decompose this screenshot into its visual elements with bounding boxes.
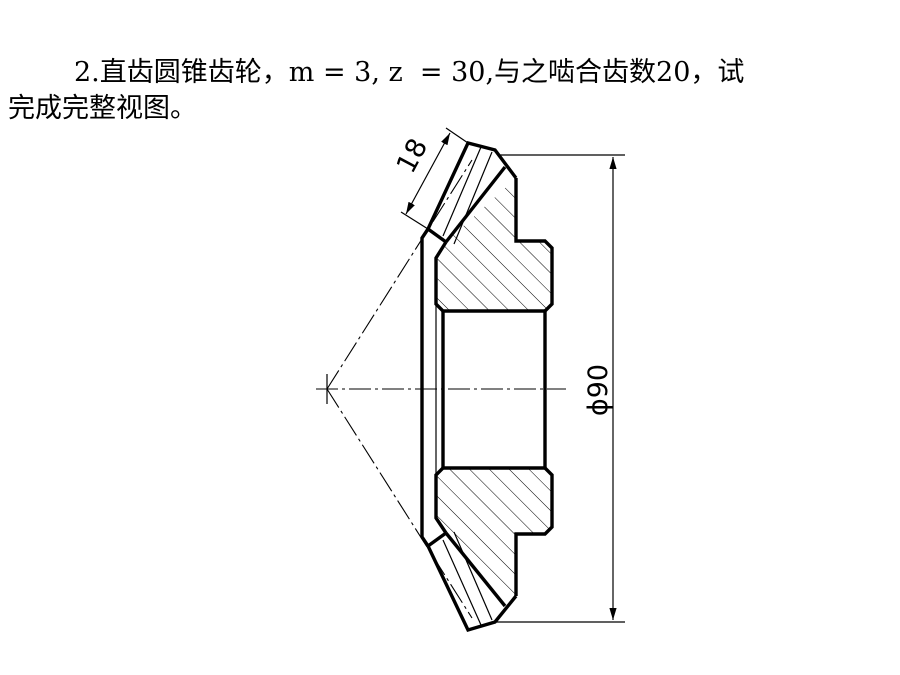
problem-text-line-2: 完成完整视图。 (8, 93, 197, 124)
gear-body-lower (514, 466, 554, 596)
problem-statement: 2.直齿圆锥齿轮，m = 3, z = 30,与之啮合齿数20，试 完成完整视图… (0, 0, 900, 140)
lower-pitch-cone-line (326, 388, 473, 619)
face-width-label: 18 (391, 134, 435, 179)
lower-tooth-outline (426, 531, 518, 633)
gear-body-upper (514, 178, 554, 313)
upper-hatched-section (436, 178, 552, 311)
face-width-dimension: 18 (391, 127, 469, 230)
lower-hatched-section (436, 468, 552, 596)
diameter-label: ϕ90 (583, 364, 614, 416)
problem-text-line-1: 2.直齿圆锥齿轮，m = 3, z = 30,与之啮合齿数20，试 (74, 57, 745, 88)
gear-back-face (420, 228, 430, 547)
diameter-dimension: ϕ90 (495, 154, 625, 623)
